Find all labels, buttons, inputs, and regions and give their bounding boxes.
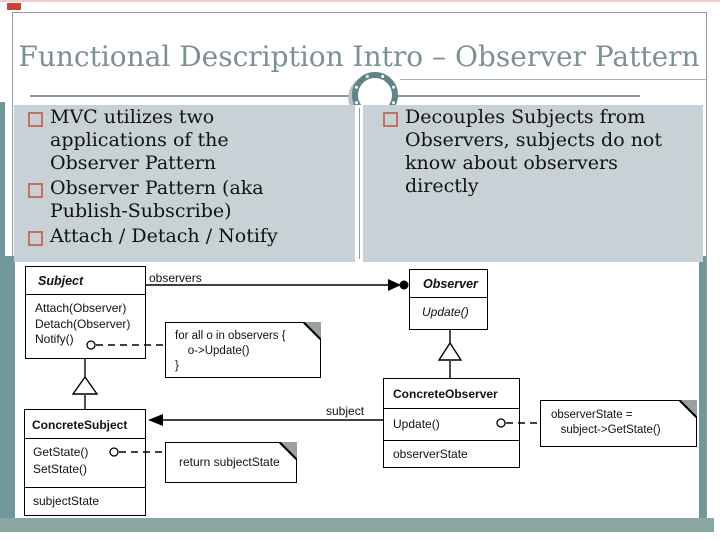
- bullet-item: MVC utilizes two applications of the Obs…: [28, 106, 358, 175]
- method: Update(): [393, 417, 440, 431]
- accent-bar-left-thin: [0, 102, 5, 258]
- class-methods: Update(): [410, 298, 487, 319]
- title-rule: [30, 95, 640, 97]
- uml-note-getstate: return subjectState: [165, 442, 297, 483]
- uml-class-concrete-subject: ConcreteSubject GetState() SetState() su…: [24, 409, 146, 516]
- bullet-square-icon: [28, 112, 43, 127]
- title-underline: [400, 79, 706, 80]
- bullet-text: Observer Pattern (aka Publish-Subscribe): [50, 177, 264, 222]
- note-line: }: [175, 360, 179, 372]
- slide-title: Functional Description Intro – Observer …: [18, 40, 700, 73]
- bullet-item: Attach / Detach / Notify: [28, 225, 358, 248]
- uml-note-update: observerState = subject->GetState(): [540, 400, 697, 447]
- column-divider-line: [359, 108, 360, 259]
- bullet-text: Attach / Detach / Notify: [50, 225, 278, 247]
- accent-bar-left: [0, 256, 15, 532]
- uml-class-observer: Observer Update(): [409, 269, 488, 330]
- method: Attach(Observer): [35, 301, 127, 315]
- class-attributes: subjectState: [25, 488, 145, 508]
- class-name: ConcreteObserver: [384, 379, 519, 409]
- bullet-square-icon: [383, 112, 398, 127]
- uml-note-notify: for all o in observers { o->Update() }: [165, 322, 321, 378]
- class-methods: GetState() SetState(): [25, 439, 145, 488]
- class-attributes: observerState: [384, 441, 519, 461]
- note-line: subject->GetState(): [551, 424, 661, 436]
- note-fold-icon: [679, 400, 697, 418]
- method: SetState(): [33, 462, 88, 476]
- note-fold-icon: [279, 442, 297, 460]
- attribute: observerState: [393, 447, 468, 461]
- attribute: subjectState: [33, 494, 100, 508]
- class-methods: Attach(Observer) Detach(Observer) Notify…: [26, 295, 145, 348]
- note-line: observerState =: [551, 409, 633, 421]
- note-line: for all o in observers {: [175, 330, 286, 342]
- bullet-column-left: MVC utilizes two applications of the Obs…: [28, 106, 358, 250]
- bullet-square-icon: [28, 231, 43, 246]
- uml-class-subject: Subject Attach(Observer) Detach(Observer…: [25, 266, 146, 359]
- edge-label-subject: subject: [326, 404, 365, 418]
- bullet-text: Decouples Subjects from Observers, subje…: [405, 106, 663, 197]
- corner-red-mark: [7, 3, 21, 10]
- bullet-item: Observer Pattern (aka Publish-Subscribe): [28, 177, 358, 223]
- edge-label-observers: observers: [149, 271, 202, 285]
- method: GetState(): [33, 445, 89, 459]
- bullet-column-right: Decouples Subjects from Observers, subje…: [383, 106, 693, 200]
- class-name: ConcreteSubject: [25, 410, 145, 439]
- class-name: Subject: [26, 267, 145, 295]
- note-line: return subjectState: [179, 455, 280, 469]
- method: Update(): [422, 305, 469, 319]
- class-name: Observer: [410, 270, 487, 298]
- method: Notify(): [35, 332, 74, 346]
- accent-bar-bottom: [0, 518, 714, 532]
- note-line: o->Update(): [175, 345, 250, 357]
- top-edge-line: [0, 0, 720, 2]
- method: Detach(Observer): [35, 316, 131, 331]
- uml-class-concrete-observer: ConcreteObserver Update() observerState: [383, 378, 520, 468]
- class-methods: Update(): [384, 409, 519, 441]
- note-fold-icon: [303, 322, 321, 340]
- accent-bar-right: [699, 256, 706, 518]
- bullet-square-icon: [28, 183, 43, 198]
- bullet-item: Decouples Subjects from Observers, subje…: [383, 106, 693, 198]
- bullet-text: MVC utilizes two applications of the Obs…: [50, 106, 229, 174]
